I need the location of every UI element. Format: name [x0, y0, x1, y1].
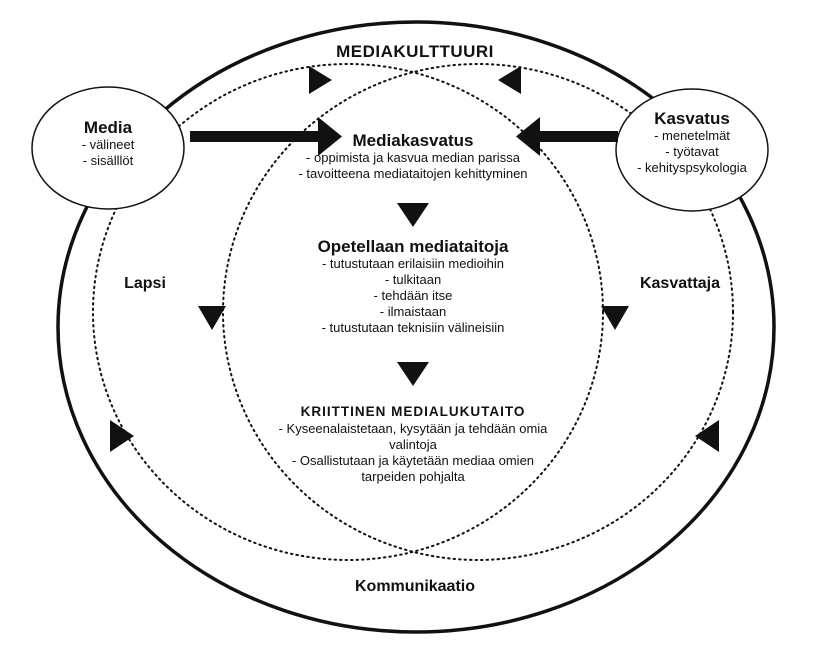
kasvatus-item: - menetelmät	[654, 128, 730, 143]
opetellaan-item: - tutustutaan teknisiin välineisiin	[321, 320, 505, 335]
media-title: Media	[83, 118, 133, 137]
arrow-lower-right	[695, 420, 719, 452]
opetellaan-item: - ilmaistaan	[379, 304, 447, 319]
kriittinen-title: KRIITTINEN MEDIALUKUTAITO	[300, 404, 526, 419]
arrow-kasvatus-shaft	[538, 131, 618, 142]
dotted-circle-right	[222, 63, 734, 561]
kriittinen-item: - Osallistutaan ja käytetään mediaa omie…	[291, 453, 535, 468]
arrow-lower-left	[110, 420, 134, 452]
kasvatus-title: Kasvatus	[654, 109, 730, 128]
kriittinen-block: KRIITTINEN MEDIALUKUTAITO - Kyseenalaist…	[253, 402, 573, 485]
outer-ellipse	[56, 20, 776, 634]
arrow-flow-2	[397, 362, 429, 386]
opetellaan-item: - tutustutaan erilaisiin medioihin	[321, 256, 505, 271]
media-block: Media - välineet - sisälllöt	[38, 118, 178, 169]
mediakulttuuri-label: MEDIAKULTTUURI	[336, 42, 494, 61]
opetellaan-item: - tehdään itse	[373, 288, 453, 303]
mediakasvatus-item: - tavoitteena mediataitojen kehittyminen	[298, 166, 528, 181]
opetellaan-block: Opetellaan mediataitoja - tutustutaan er…	[263, 237, 563, 336]
kasvatus-item: - työtavat	[665, 144, 719, 159]
arrow-flow-1	[397, 203, 429, 227]
kriittinen-item: tarpeiden pohjalta	[361, 469, 465, 484]
arrow-left-down	[198, 306, 226, 330]
dotted-circle-left	[92, 63, 604, 561]
kommunikaatio-label: Kommunikaatio	[354, 578, 475, 595]
media-item: - välineet	[81, 137, 135, 152]
arrow-top-left	[309, 66, 332, 94]
arrow-media-head	[318, 117, 342, 156]
kriittinen-item: - Kyseenalaistetaan, kysytään ja tehdään…	[278, 421, 548, 436]
kriittinen-item: valintoja	[389, 437, 437, 452]
arrow-top-right	[498, 66, 521, 94]
kasvatus-ellipse	[615, 88, 769, 212]
arrow-kasvatus-head	[516, 117, 540, 156]
mediakasvatus-item: - oppimista ja kasvua median parissa	[306, 150, 520, 165]
mediakasvatus-block: Mediakasvatus - oppimista ja kasvua medi…	[263, 131, 563, 182]
kasvatus-block: Kasvatus - menetelmät - työtavat - kehit…	[617, 109, 767, 176]
opetellaan-title: Opetellaan mediataitoja	[317, 237, 509, 256]
kasvattaja-label: Kasvattaja	[639, 275, 721, 292]
opetellaan-item: - tulkitaan	[384, 272, 442, 287]
kasvatus-item: - kehityspsykologia	[637, 160, 747, 175]
mediakasvatus-title: Mediakasvatus	[352, 131, 474, 150]
media-ellipse	[31, 86, 185, 210]
arrow-right-down	[601, 306, 629, 330]
lapsi-label: Lapsi	[124, 275, 166, 292]
media-item: - sisälllöt	[82, 153, 134, 168]
arrow-media-shaft	[190, 131, 320, 142]
